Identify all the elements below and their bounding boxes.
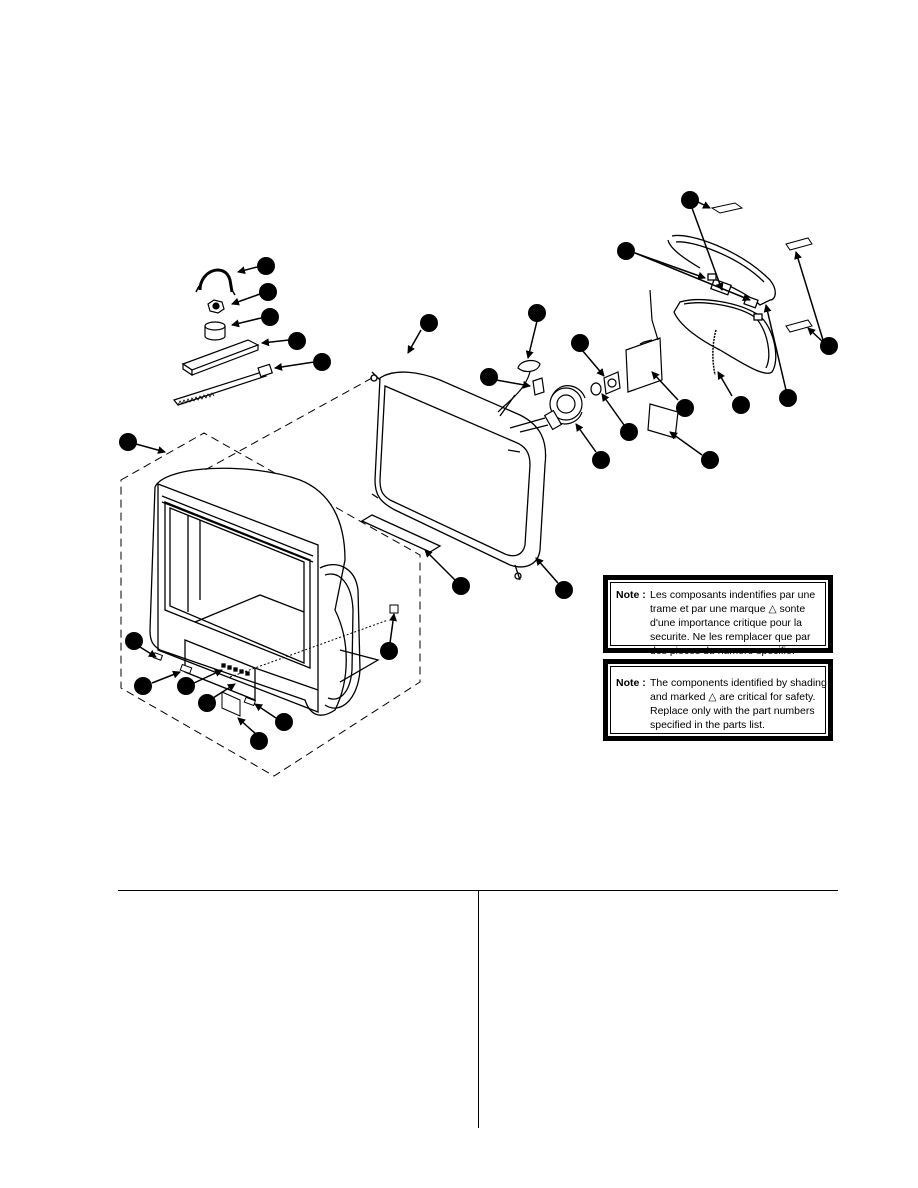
note-label: Note : <box>616 589 646 601</box>
front-cabinet <box>120 432 421 777</box>
callout-circle <box>779 389 797 407</box>
nut-part <box>207 299 225 314</box>
callout-circle <box>313 353 331 371</box>
callout-circle <box>250 732 268 750</box>
safety-note-english: Note : The components identified by shad… <box>603 659 833 741</box>
callout-circle <box>119 433 137 451</box>
note-line: securite. Ne les remplacer que par <box>650 631 811 643</box>
cable-part <box>198 268 234 293</box>
strip-part <box>181 339 260 377</box>
callout-circle <box>288 332 306 350</box>
callout-circle <box>571 334 589 352</box>
note-line: Les composants indentifies par une <box>650 589 816 601</box>
callouts-accessories <box>231 257 331 371</box>
callout-circle <box>257 257 275 275</box>
note-line: d'une importance critique pour la <box>650 617 803 629</box>
safety-note-french: Note : Les composants indentifies par un… <box>603 575 833 657</box>
callout-circle <box>681 191 699 209</box>
note-line: trame et par une marque △ sonte <box>650 603 806 615</box>
callout-circle <box>820 337 838 355</box>
dashed-group-outline <box>120 432 421 777</box>
callout-circle <box>177 677 195 695</box>
callout-circle <box>620 423 638 441</box>
note-text: The components identified by shading and… <box>650 676 827 732</box>
callout-circle <box>480 368 498 386</box>
note-line: specified in the parts list. <box>650 719 765 731</box>
callout-circle <box>592 451 610 469</box>
callout-circle <box>528 304 546 322</box>
note-text: Les composants indentifies par une trame… <box>650 588 822 658</box>
callout-circle <box>452 577 470 595</box>
callout-circle <box>555 581 573 599</box>
degauss-coil <box>667 234 777 374</box>
callout-circle <box>380 642 398 660</box>
callout-circle <box>617 242 635 260</box>
callout-circle <box>134 677 152 695</box>
note-label: Note : <box>616 677 646 689</box>
cable-tie-part <box>172 363 274 406</box>
callout-circle <box>259 283 277 301</box>
cap-part <box>204 321 226 341</box>
callout-circle <box>261 308 279 326</box>
cabinet-small-parts <box>152 604 399 717</box>
note-line: and marked △ are critical for safety. <box>650 691 816 703</box>
parts-table-column-divider <box>478 890 479 1128</box>
note-line: Replace only with the part numbers <box>650 705 815 717</box>
callout-circle <box>732 396 750 414</box>
note-line: The components identified by shading <box>650 677 827 689</box>
callout-circle <box>676 399 694 417</box>
callout-circle <box>701 451 719 469</box>
callout-circle <box>198 694 216 712</box>
note-line: des pieces du numero specifie. <box>650 645 795 657</box>
accessory-parts <box>172 268 274 406</box>
callout-circle <box>275 713 293 731</box>
callout-circle <box>125 632 143 650</box>
callout-circle <box>420 314 438 332</box>
callouts-main <box>119 191 838 750</box>
warning-labels <box>710 202 813 333</box>
